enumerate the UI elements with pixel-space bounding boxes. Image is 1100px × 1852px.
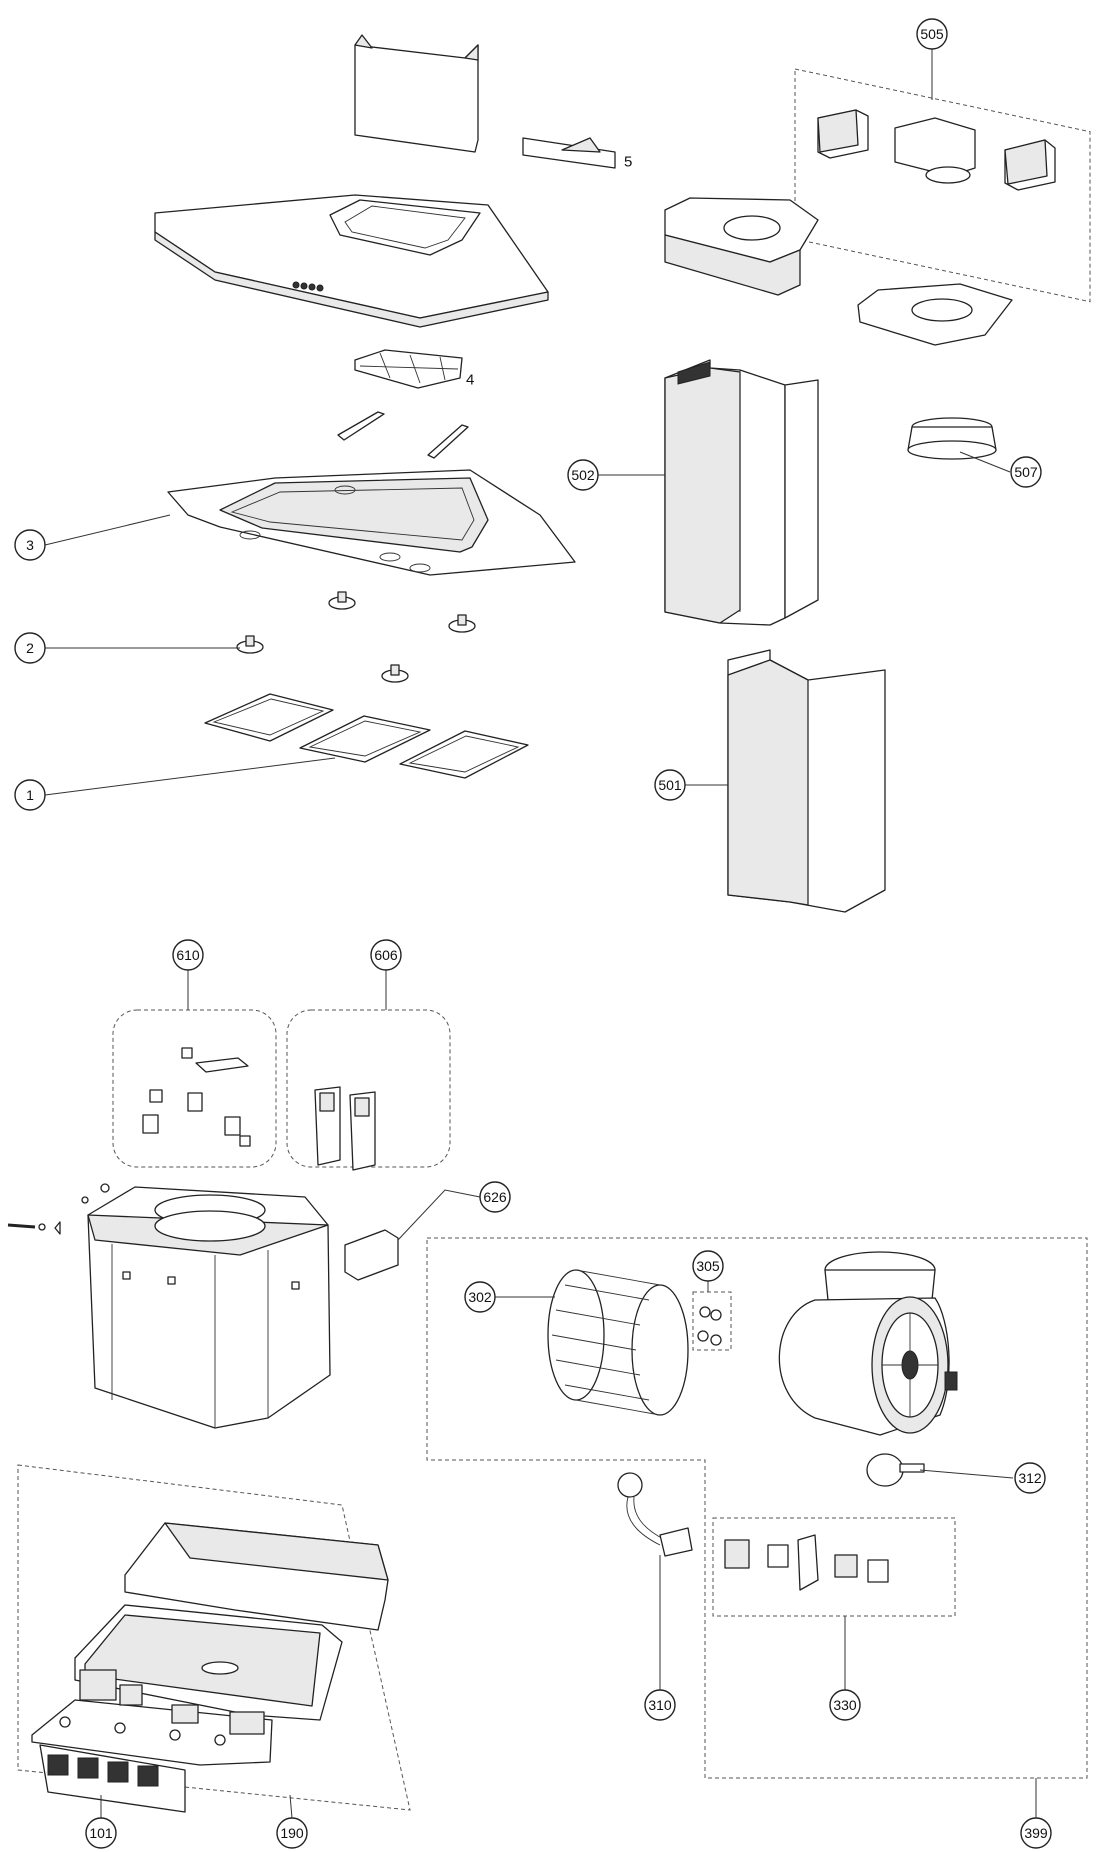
callout-626: 626 [479, 1181, 511, 1213]
kit-305-box [692, 1291, 732, 1351]
svg-text:310: 310 [648, 1697, 672, 1713]
callout-101: 101 [85, 1817, 117, 1849]
capacitor [866, 1453, 925, 1487]
callout-2: 2 [14, 632, 46, 664]
svg-text:190: 190 [280, 1825, 304, 1841]
connectors [724, 1534, 889, 1591]
kit-305-parts [697, 1306, 722, 1346]
leader-lines [44, 47, 1037, 1819]
lamp-holders [314, 1086, 376, 1171]
control-buttons [292, 281, 324, 292]
svg-text:330: 330 [833, 1697, 857, 1713]
ceiling-plate [857, 283, 1013, 346]
svg-text:3: 3 [26, 537, 34, 553]
carbon-filter [354, 349, 463, 389]
grease-filters [204, 693, 529, 779]
clips [337, 411, 469, 459]
wall-bracket-cover [354, 34, 479, 153]
svg-text:501: 501 [658, 777, 682, 793]
callout-312: 312 [1014, 1462, 1046, 1494]
kit-606-box [286, 1009, 451, 1168]
svg-text:626: 626 [483, 1189, 507, 1205]
control-kit-box [17, 1464, 411, 1811]
lamps [236, 591, 476, 683]
svg-text:302: 302 [468, 1289, 492, 1305]
label-part-5: 5 [624, 154, 632, 171]
bottom-panel [167, 469, 576, 576]
blower-kit-box [426, 1237, 1088, 1779]
capacitor-box [344, 1229, 399, 1281]
kit-610-box [112, 1009, 277, 1168]
callout-399: 399 [1020, 1817, 1052, 1849]
callout-505: 505 [916, 18, 948, 50]
callout-330: 330 [829, 1689, 861, 1721]
duct-collar [907, 417, 997, 460]
kit-610-parts [142, 1047, 251, 1147]
svg-text:312: 312 [1018, 1470, 1042, 1486]
svg-text:606: 606 [374, 947, 398, 963]
svg-text:505: 505 [920, 26, 944, 42]
blower-wheel [547, 1269, 689, 1416]
svg-text:610: 610 [176, 947, 200, 963]
duct-adapters [817, 109, 1056, 191]
callout-1: 1 [14, 779, 46, 811]
callout-606: 606 [370, 939, 402, 971]
hood-canopy [154, 194, 549, 328]
mounting-bracket [522, 137, 616, 169]
chimney-support-bracket [664, 197, 819, 296]
motor-blower [778, 1251, 958, 1436]
svg-text:101: 101 [89, 1825, 113, 1841]
label-part-4: 4 [466, 372, 474, 389]
callout-507: 507 [1010, 456, 1042, 488]
svg-text:502: 502 [571, 467, 595, 483]
svg-text:399: 399 [1024, 1825, 1048, 1841]
kit-330-box [712, 1517, 956, 1617]
control-tray [74, 1604, 343, 1721]
callout-3: 3 [14, 529, 46, 561]
svg-text:1: 1 [26, 787, 34, 803]
callout-190: 190 [276, 1817, 308, 1849]
button-panel [39, 1744, 186, 1813]
callout-310: 310 [644, 1689, 676, 1721]
circuit-board [31, 1669, 273, 1766]
callout-305: 305 [692, 1250, 724, 1282]
lower-chimney [727, 649, 886, 913]
svg-text:305: 305 [696, 1258, 720, 1274]
callout-501: 501 [654, 769, 686, 801]
callout-502: 502 [567, 459, 599, 491]
motor-housing [87, 1186, 331, 1429]
adapter-kit-box [794, 68, 1091, 303]
callout-302: 302 [464, 1281, 496, 1313]
thermal-protector [617, 1472, 693, 1557]
control-cover [124, 1522, 389, 1631]
svg-text:507: 507 [1014, 464, 1038, 480]
svg-text:2: 2 [26, 640, 34, 656]
callout-610: 610 [172, 939, 204, 971]
upper-chimney [664, 359, 819, 626]
